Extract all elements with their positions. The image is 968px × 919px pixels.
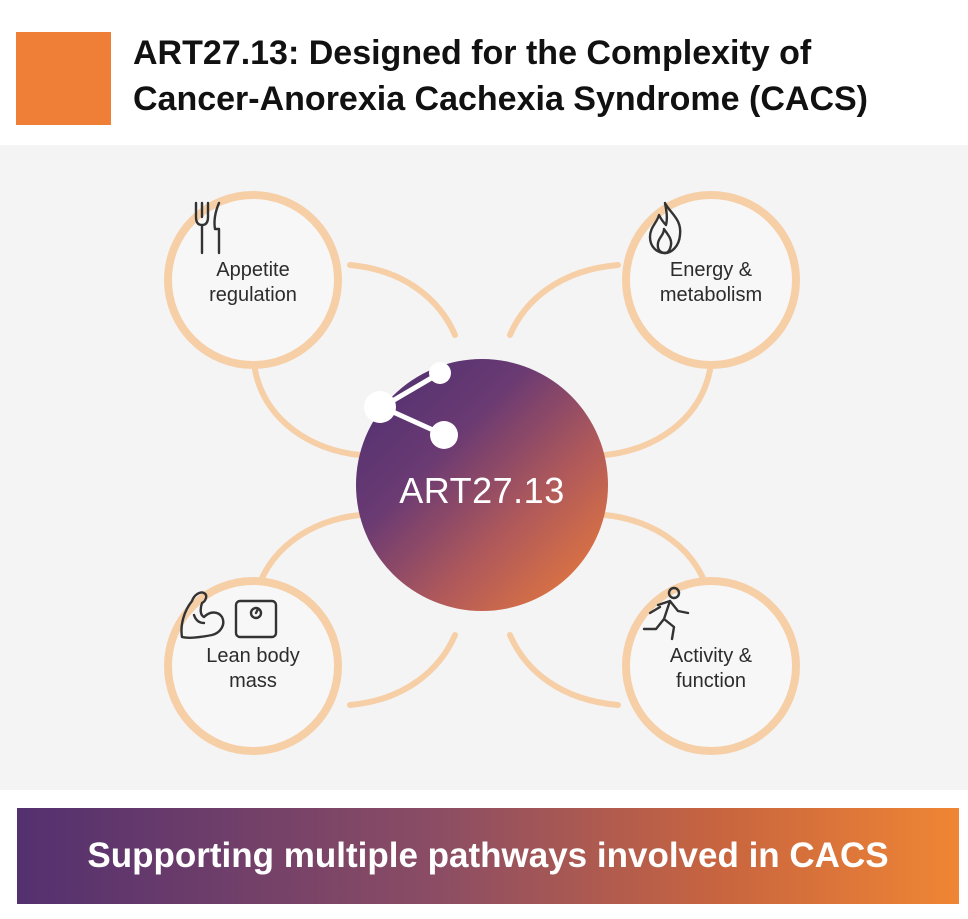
center-label: ART27.13 (399, 470, 565, 511)
node-label: Activity & function (669, 645, 753, 692)
pathway-diagram: Appetite regulation Energy & metabolism … (0, 145, 968, 790)
header: ART27.13: Designed for the Complexity of… (0, 0, 968, 145)
banner-text: Supporting multiple pathways involved in… (87, 836, 889, 875)
flexed-arm-scale-icon (180, 591, 278, 640)
page-title: ART27.13: Designed for the Complexity of… (133, 30, 963, 122)
fork-knife-icon (194, 201, 221, 255)
node-appetite-regulation: Appetite regulation (164, 191, 342, 369)
arc-top-right-a (507, 262, 621, 338)
title-line-1: ART27.13: Designed for the Complexity of (133, 34, 812, 72)
title-line-2: Cancer-Anorexia Cachexia Syndrome (CACS) (133, 80, 869, 118)
node-label: Lean body mass (206, 645, 300, 692)
node-energy-metabolism: Energy & metabolism (622, 191, 800, 369)
arc-bottom-right-b (507, 632, 621, 708)
summary-banner: Supporting multiple pathways involved in… (17, 808, 959, 904)
arc-bottom-left-b (347, 632, 458, 708)
node-lean-body-mass: Lean body mass (164, 577, 342, 755)
share-icon (364, 362, 458, 449)
running-person-icon (642, 586, 690, 641)
flame-icon (648, 201, 682, 255)
arc-top-left-a (347, 262, 458, 338)
accent-square (16, 32, 111, 125)
node-label: Energy & metabolism (659, 259, 763, 306)
node-label: Appetite regulation (209, 259, 297, 306)
center-hub: ART27.13 (356, 359, 608, 611)
arc-top-left-b (252, 367, 363, 458)
arc-top-right-b (602, 367, 713, 458)
node-activity-function: Activity & function (622, 577, 800, 755)
